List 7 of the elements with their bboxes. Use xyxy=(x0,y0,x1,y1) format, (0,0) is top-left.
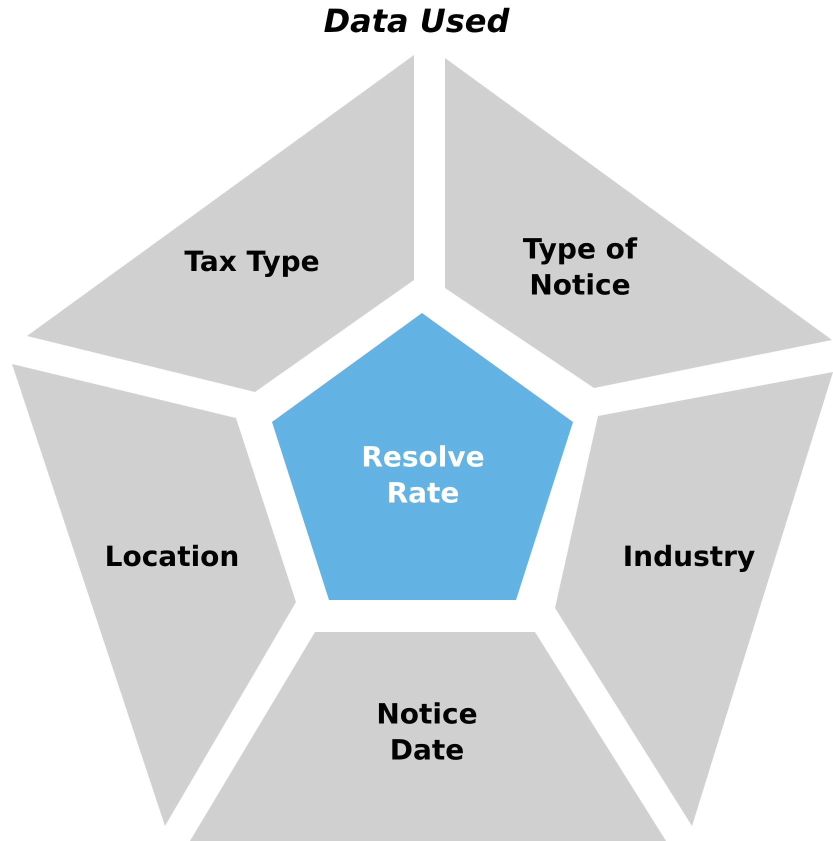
segment-label: Location xyxy=(104,538,240,575)
segment-label: Industry xyxy=(622,538,756,575)
segment-label: Tax Type xyxy=(183,244,321,280)
diagram-title: Data Used xyxy=(322,2,510,40)
segment-label: Notice Date xyxy=(375,696,479,769)
segment-label: Type of Notice xyxy=(522,232,638,304)
segment-label: Resolve Rate xyxy=(360,440,486,512)
